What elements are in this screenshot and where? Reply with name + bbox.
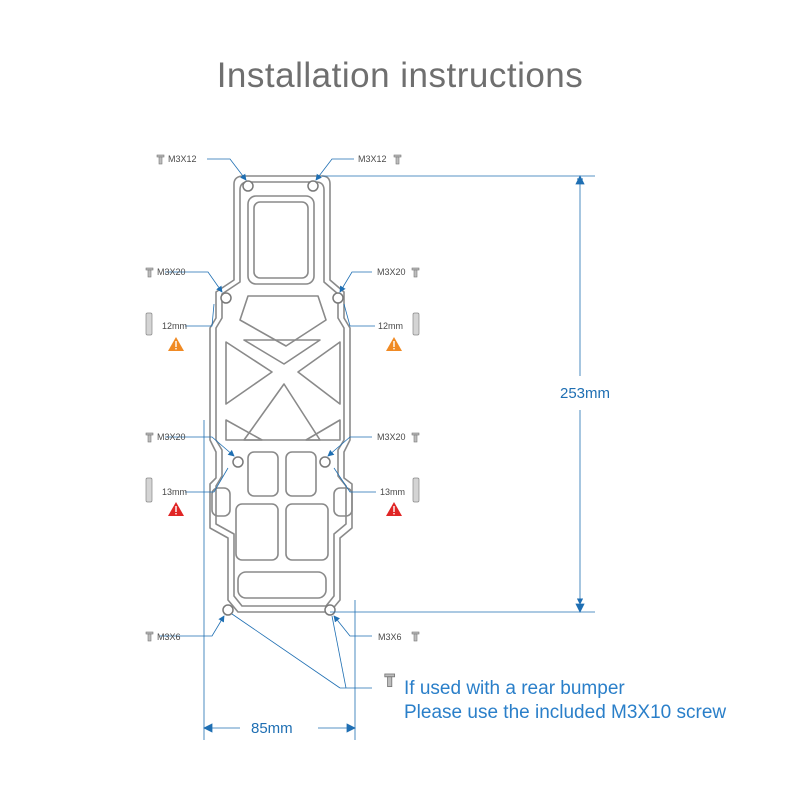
screw-icon [145, 631, 154, 642]
screw-label-mid-right: M3X20 [377, 432, 406, 442]
mounting-holes [220, 180, 344, 616]
standoff-icon [145, 312, 153, 336]
warning-icon [168, 502, 184, 516]
note-line-1: If used with a rear bumper [404, 678, 625, 699]
warning-icon [386, 337, 402, 351]
dimension-lines [203, 175, 595, 740]
hole-bottom-left [222, 604, 234, 616]
screw-icon [411, 631, 420, 642]
standoff-icon [412, 312, 420, 336]
screw-icon [411, 267, 420, 278]
screw-icons [145, 154, 420, 688]
hole-bottom-right [324, 604, 336, 616]
width-dimension-label: 85mm [251, 720, 293, 737]
hole-mid-left [232, 456, 244, 468]
screw-icon [145, 267, 154, 278]
hole-upper-right [332, 292, 344, 304]
screw-label-upper-left: M3X20 [157, 267, 186, 277]
standoff-label-lower-right: 13mm [380, 487, 405, 497]
hole-upper-left [220, 292, 232, 304]
warning-icons [168, 337, 402, 516]
height-dimension-label: 253mm [560, 385, 610, 402]
standoff-icon [412, 477, 420, 503]
standoff-icon [145, 477, 153, 503]
screw-label-upper-right: M3X20 [377, 267, 406, 277]
note-line-2: Please use the included M3X10 screw [404, 702, 726, 723]
screw-label-top-right: M3X12 [358, 154, 387, 164]
screw-icon [393, 154, 402, 165]
hole-mid-right [319, 456, 331, 468]
screw-label-bottom-left: M3X6 [157, 632, 181, 642]
screw-icon [156, 154, 165, 165]
standoff-label-lower-left: 13mm [162, 487, 187, 497]
screw-label-mid-left: M3X20 [157, 432, 186, 442]
standoff-label-upper-left: 12mm [162, 321, 187, 331]
hole-top-left [242, 180, 254, 192]
leader-lines [160, 158, 376, 689]
screw-label-bottom-right: M3X6 [378, 632, 402, 642]
screw-icon [384, 673, 396, 688]
hole-top-right [307, 180, 319, 192]
screw-icon [411, 432, 420, 443]
standoff-label-upper-right: 12mm [378, 321, 403, 331]
page-title: Installation instructions [216, 56, 584, 95]
standoff-icons [145, 312, 420, 503]
warning-icon [168, 337, 184, 351]
chassis-plate [209, 175, 353, 613]
screw-icon [145, 432, 154, 443]
screw-label-top-left: M3X12 [168, 154, 197, 164]
warning-icon [386, 502, 402, 516]
